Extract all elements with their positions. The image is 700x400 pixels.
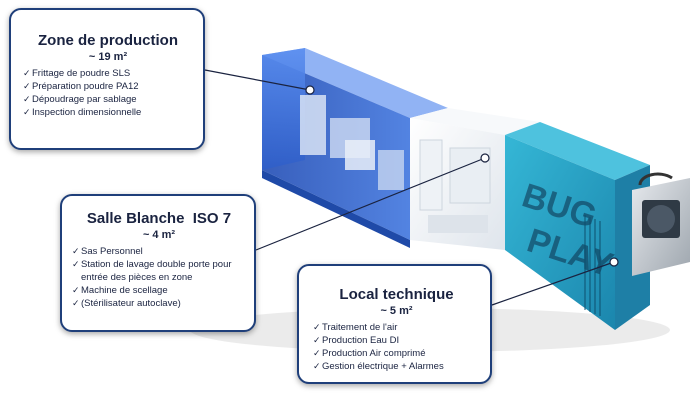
hvac-pipe (638, 172, 673, 186)
list-item: ✓(Stérilisateur autoclave) (72, 298, 181, 309)
check-icon: ✓ (72, 259, 80, 269)
clean-room-area: ~ 4 m² (142, 229, 176, 241)
check-icon: ✓ (23, 68, 31, 78)
list-item: ✓Machine de scellage (72, 285, 168, 296)
clean-room-title: Salle Blanche ISO 7 (86, 210, 232, 227)
callout-production-zone: Zone de production ~ 19 m² ✓Frittage de … (9, 8, 205, 150)
list-item: ✓Traitement de l'air (313, 322, 398, 333)
list-item: ✓Station de lavage double porte pour ent… (72, 259, 232, 283)
list-item: ✓Production Eau DI (313, 335, 400, 346)
connector-production (204, 69, 311, 91)
technical-room-area: ~ 5 m² (380, 305, 413, 317)
list-item: ✓Gestion électrique + Alarmes (313, 361, 444, 372)
production-zone-floor-edge (262, 170, 410, 248)
list-item: ✓Dépoudrage par sablage (23, 94, 137, 105)
production-zone-end (262, 48, 305, 170)
callout-technical-room: Local technique ~ 5 m² ✓Traitement de l'… (297, 264, 492, 384)
check-icon: ✓ (23, 81, 31, 91)
production-zone-roof (262, 48, 448, 118)
list-item: ✓Frittage de poudre SLS (23, 68, 131, 79)
connector-clean-room (255, 157, 486, 251)
check-icon: ✓ (23, 94, 31, 104)
callout-clean-room: Salle Blanche ISO 7 ~ 4 m² ✓Sas Personne… (60, 194, 256, 332)
production-zone-title: Zone de production (38, 32, 178, 49)
connector-tech (491, 261, 615, 306)
check-icon: ✓ (313, 361, 321, 371)
production-zone-area: ~ 19 m² (88, 51, 128, 63)
airlock-door (419, 139, 443, 211)
check-icon: ✓ (72, 246, 80, 256)
clean-room-roof (410, 108, 540, 135)
check-icon: ✓ (313, 348, 321, 358)
connector-lines (204, 69, 619, 306)
technical-room-title: Local technique (339, 286, 454, 303)
check-icon: ✓ (313, 335, 321, 345)
tech-room-wall (505, 135, 615, 330)
check-icon: ✓ (72, 298, 80, 308)
list-item: ✓Production Air comprimé (313, 348, 426, 359)
check-icon: ✓ (72, 285, 80, 295)
depowder-station (345, 140, 375, 170)
list-item: ✓Préparation poudre PA12 (23, 81, 139, 92)
inspection-bench (378, 150, 404, 190)
clean-room-list: ✓Sas Personnel ✓Station de lavage double… (72, 245, 246, 310)
list-item: ✓Sas Personnel (72, 246, 143, 257)
hvac-fan-blade (647, 205, 675, 233)
production-zone-list: ✓Frittage de poudre SLS ✓Préparation pou… (23, 67, 193, 119)
check-icon: ✓ (313, 322, 321, 332)
technical-room-list: ✓Traitement de l'air ✓Production Eau DI … (313, 321, 480, 373)
check-icon: ✓ (23, 107, 31, 117)
sealing-machine (428, 215, 488, 233)
tech-room-roof (505, 122, 650, 180)
list-item: ✓Inspection dimensionnelle (23, 107, 142, 118)
louvre-grille (584, 215, 601, 316)
sls-machine (300, 95, 326, 155)
